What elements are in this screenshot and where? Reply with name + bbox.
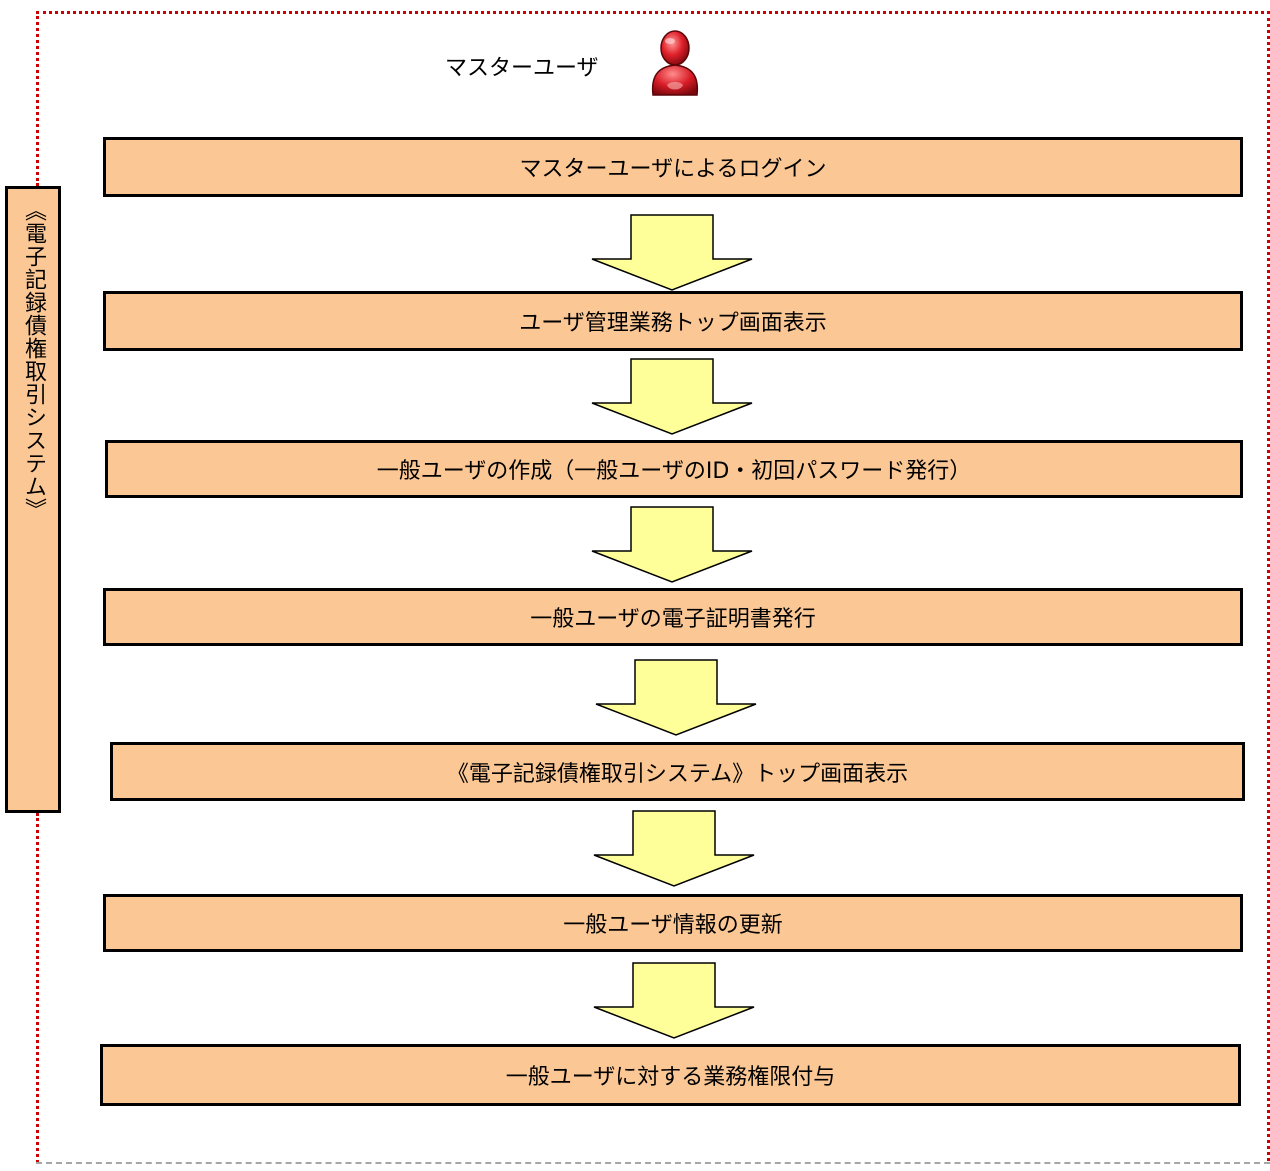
step-update-user-info: 一般ユーザ情報の更新 — [103, 894, 1243, 952]
down-arrow-icon — [593, 810, 755, 887]
down-arrow-icon — [593, 962, 755, 1039]
actor-label: マスターユーザ — [445, 56, 599, 81]
step-label: 一般ユーザの作成（一般ユーザのID・初回パスワード発行） — [376, 459, 972, 484]
step-issue-certificate: 一般ユーザの電子証明書発行 — [103, 588, 1243, 646]
step-master-login: マスターユーザによるログイン — [103, 137, 1243, 197]
down-arrow-icon — [591, 214, 753, 291]
step-label: マスターユーザによるログイン — [519, 157, 827, 182]
frame-border-bottom — [36, 1162, 1270, 1164]
user-icon — [651, 30, 699, 96]
step-label: 一般ユーザ情報の更新 — [563, 913, 783, 938]
system-label-box: 《電子記録債権取引システム》 — [5, 186, 61, 813]
step-system-top: 《電子記録債権取引システム》トップ画面表示 — [110, 742, 1245, 801]
frame-border-left-lower — [36, 813, 39, 1163]
frame-border-right — [1267, 11, 1270, 1161]
frame-border-left-upper — [36, 11, 39, 186]
step-label: 一般ユーザの電子証明書発行 — [530, 607, 816, 632]
frame-border-top — [36, 11, 1270, 14]
step-create-general-user: 一般ユーザの作成（一般ユーザのID・初回パスワード発行） — [105, 440, 1243, 498]
step-user-admin-top: ユーザ管理業務トップ画面表示 — [103, 291, 1243, 351]
step-label: 一般ユーザに対する業務権限付与 — [505, 1065, 836, 1090]
step-label: 《電子記録債権取引システム》トップ画面表示 — [446, 761, 909, 787]
step-grant-permissions: 一般ユーザに対する業務権限付与 — [100, 1044, 1241, 1106]
step-label: ユーザ管理業務トップ画面表示 — [519, 311, 827, 336]
down-arrow-icon — [591, 358, 753, 435]
system-label: 《電子記録債権取引システム》 — [21, 199, 46, 521]
down-arrow-icon — [595, 659, 757, 736]
down-arrow-icon — [591, 506, 753, 583]
